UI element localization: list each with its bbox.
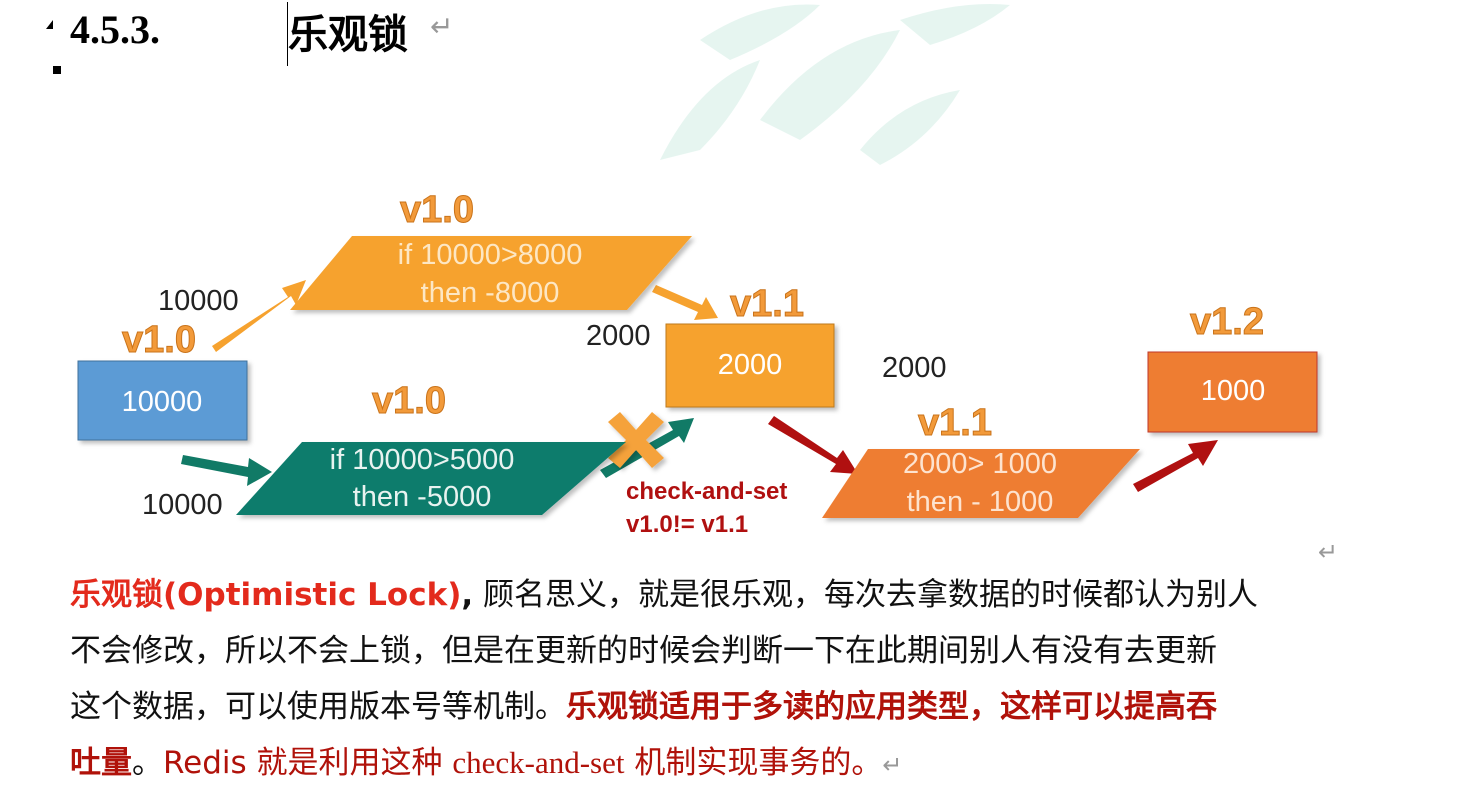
bottom-condition-shape (236, 442, 626, 515)
heading-divider (287, 2, 288, 66)
version-compare-label: v1.0!= v1.1 (626, 511, 748, 538)
start-box-value: 10000 (122, 386, 203, 418)
watermark (660, 4, 1010, 165)
term-comma: , (461, 577, 474, 613)
optimistic-lock-diagram: 10000 2000 1000 if 10000>8000 then -8000… (77, 4, 1318, 538)
line4-cas: check-and-set (452, 745, 625, 780)
reject-x-icon (608, 412, 664, 468)
check-and-set-label: check-and-set (626, 478, 787, 505)
line1-text: 顾名思义，就是很乐观，每次去拿数据的时候都认为别人 (473, 577, 1259, 613)
collapse-triangle-icon[interactable] (46, 20, 53, 29)
paragraph-mark-icon: ↵ (430, 10, 454, 43)
arrow-lower-to-final (1133, 440, 1218, 492)
arrow-middle-to-lower (768, 416, 858, 474)
line3-text: 这个数据，可以使用版本号等机制。 (70, 689, 566, 725)
heading-title: 乐观锁 (288, 12, 408, 58)
middle-box (665, 323, 835, 408)
line4-redis: Redis 就是利用这种 (163, 745, 453, 781)
start-box (77, 360, 248, 441)
top-condition-line1: if 10000>8000 (398, 239, 583, 271)
flow-value-mid-out: 2000 (882, 352, 947, 384)
arrow-start-to-top (212, 280, 306, 352)
paragraph-line-4: 吐量。Redis 就是利用这种 check-and-set 机制实现事务的。↵ (70, 735, 1310, 791)
middle-box-value: 2000 (718, 349, 783, 381)
paragraph-line-1: 乐观锁(Optimistic Lock), 顾名思义，就是很乐观，每次去拿数据的… (70, 567, 1310, 623)
lower-condition-line2: then - 1000 (907, 486, 1054, 518)
bottom-condition-line2: then -5000 (353, 481, 492, 513)
final-box (1147, 351, 1318, 433)
line4-period: 。 (132, 745, 163, 781)
version-label-top: v1.0 (400, 189, 474, 231)
bottom-condition-line1: if 10000>5000 (330, 444, 515, 476)
heading-number: 4.5.3. (70, 7, 160, 52)
flow-value-top-in: 10000 (158, 285, 239, 317)
section-heading: 4.5.3. 乐观锁 ↵ (0, 0, 700, 74)
version-label-bottom: v1.0 (372, 380, 446, 422)
version-label-final: v1.2 (1190, 301, 1264, 343)
flow-value-mid-in: 2000 (586, 320, 651, 352)
lower-condition-line1: 2000> 1000 (903, 448, 1057, 480)
version-label-middle: v1.1 (730, 283, 804, 325)
line4-end: 机制实现事务的。 (624, 745, 883, 781)
line3-emphasis: 乐观锁适用于多读的应用类型，这样可以提高吞 (566, 689, 1217, 725)
arrow-start-to-bottom (181, 455, 272, 486)
heading-bullet-icon (53, 66, 61, 74)
paragraph-end-mark-icon: ↵ (882, 751, 903, 779)
top-condition-shape (290, 236, 692, 310)
arrow-top-to-middle (652, 285, 718, 320)
version-label-lower: v1.1 (918, 402, 992, 444)
lower-condition-shape (822, 449, 1140, 518)
flow-value-bottom-in: 10000 (142, 489, 223, 521)
term-highlight: 乐观锁(Optimistic Lock) (70, 577, 462, 613)
paragraph-line-2: 不会修改，所以不会上锁，但是在更新的时候会判断一下在此期间别人有没有去更新 (70, 633, 1217, 669)
description-paragraph: 乐观锁(Optimistic Lock), 顾名思义，就是很乐观，每次去拿数据的… (70, 567, 1310, 791)
final-box-value: 1000 (1201, 375, 1266, 407)
paragraph-line-3: 这个数据，可以使用版本号等机制。乐观锁适用于多读的应用类型，这样可以提高吞 (70, 679, 1310, 735)
paragraph-mark-icon: ↵ (1318, 538, 1339, 566)
top-condition-line2: then -8000 (421, 277, 560, 309)
version-label-start: v1.0 (122, 319, 196, 361)
line4-emphasis: 吐量 (70, 745, 132, 781)
